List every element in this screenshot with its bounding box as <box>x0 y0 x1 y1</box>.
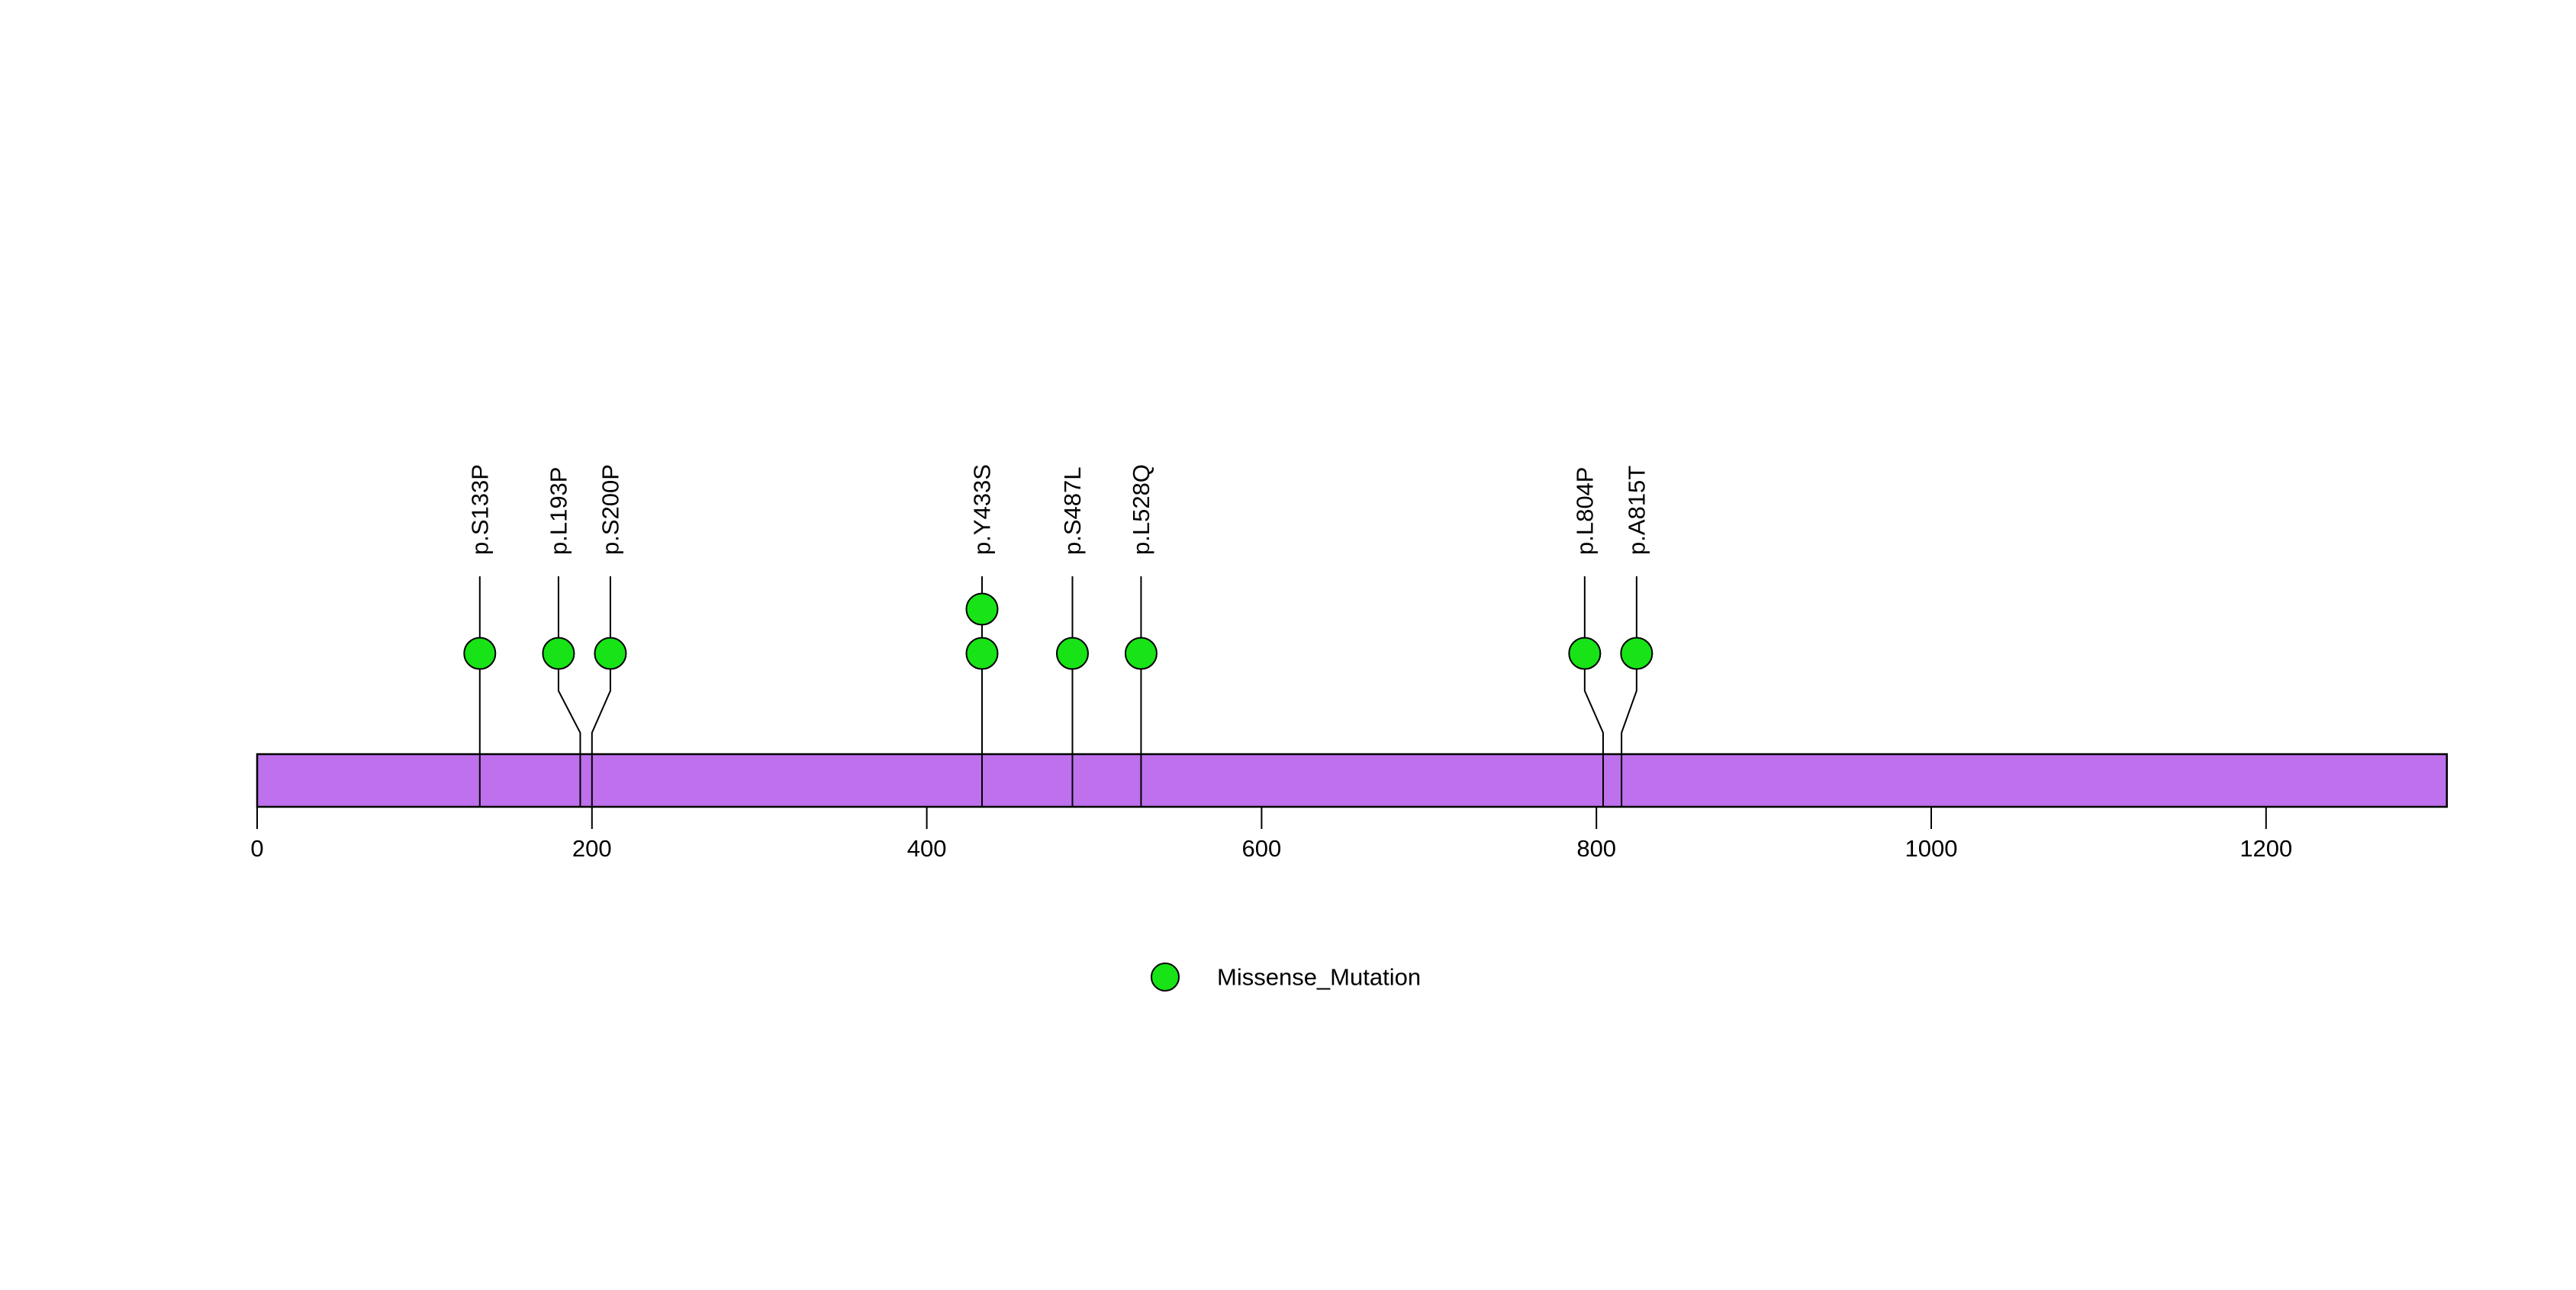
mutation-circle <box>1620 637 1653 670</box>
lollipop-stem <box>1621 576 1637 807</box>
lollipop-stem <box>1583 576 1604 807</box>
legend-missense-label: Missense_Mutation <box>1217 964 1421 991</box>
mutation-circle <box>594 637 627 670</box>
legend-missense-icon <box>1151 963 1180 992</box>
labels-layer: p.S133P p.L193P p.S200P p.Y433S p.S487L p.L52… <box>466 464 1650 555</box>
axis-tick-label: 0 <box>250 835 263 862</box>
axis-tick-label: 1000 <box>1905 835 1958 862</box>
axis-tick-label: 600 <box>1242 835 1282 862</box>
mutation-circle <box>965 592 999 626</box>
mutation-circle <box>542 637 575 670</box>
mutation-label: p.A815T <box>1623 466 1650 555</box>
lollipop-stem <box>591 576 611 807</box>
mutation-label: p.S133P <box>466 464 493 555</box>
x-axis: 0 200 400 600 800 1000 1200 <box>250 807 2292 862</box>
mutation-circle <box>1124 637 1158 670</box>
markers-layer <box>463 592 1653 670</box>
mutation-circle <box>463 637 497 670</box>
mutation-circle <box>1568 637 1602 670</box>
axis-tick-label: 800 <box>1576 835 1616 862</box>
axis-tick-label: 200 <box>572 835 612 862</box>
lollipop-stem <box>557 576 581 807</box>
mutation-label: p.L528Q <box>1128 464 1154 555</box>
axis-tick-label: 400 <box>907 835 947 862</box>
mutation-label: p.S487L <box>1059 467 1086 556</box>
mutation-circle <box>1055 637 1089 670</box>
mutation-label: p.S200P <box>597 464 623 555</box>
axis-tick-label: 1200 <box>2240 835 2292 862</box>
protein-backbone <box>256 753 2449 808</box>
mutation-label: p.L804P <box>1571 467 1598 556</box>
mutation-label: p.L193P <box>545 467 572 556</box>
mutation-circle <box>965 637 999 670</box>
mutation-label: p.Y433S <box>969 464 996 555</box>
stems-layer <box>478 576 1637 807</box>
legend: Missense_Mutation <box>1151 963 1421 992</box>
